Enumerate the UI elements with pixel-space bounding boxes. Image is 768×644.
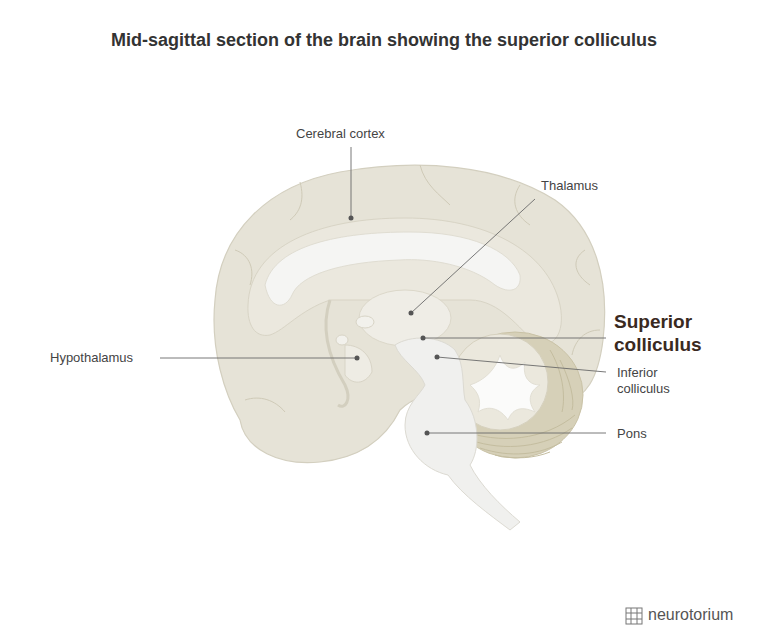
leader-dot [421, 336, 426, 341]
leader-dot [409, 311, 414, 316]
leader-dot [349, 216, 354, 221]
leader-line [427, 433, 606, 434]
part-label: Hypothalamus [50, 350, 155, 366]
leader-dot [435, 355, 440, 360]
brainstem [395, 338, 520, 530]
leader-dot [355, 356, 360, 361]
leader-lines [160, 147, 606, 433]
small-structure [356, 316, 374, 328]
logo-icon [626, 608, 642, 624]
leader-line [411, 199, 535, 313]
part-label: Thalamus [541, 178, 661, 194]
leader-line [351, 147, 352, 218]
leader-line [423, 338, 606, 339]
highlight-label: Superior colliculus [614, 311, 732, 357]
hypothalamus-region [345, 345, 372, 382]
part-label: Pons [617, 426, 697, 442]
leader-line [160, 358, 357, 359]
watermark: neurotorium [648, 605, 758, 624]
small-structure [336, 335, 348, 345]
arbor-vitae [470, 355, 540, 420]
leader-dots [349, 216, 440, 436]
leader-line [437, 357, 606, 372]
part-label: Cerebral cortex [296, 126, 456, 142]
leader-dot [425, 431, 430, 436]
diagram-title: Mid-sagittal section of the brain showin… [0, 30, 768, 52]
part-label: Inferior colliculus [617, 365, 693, 396]
